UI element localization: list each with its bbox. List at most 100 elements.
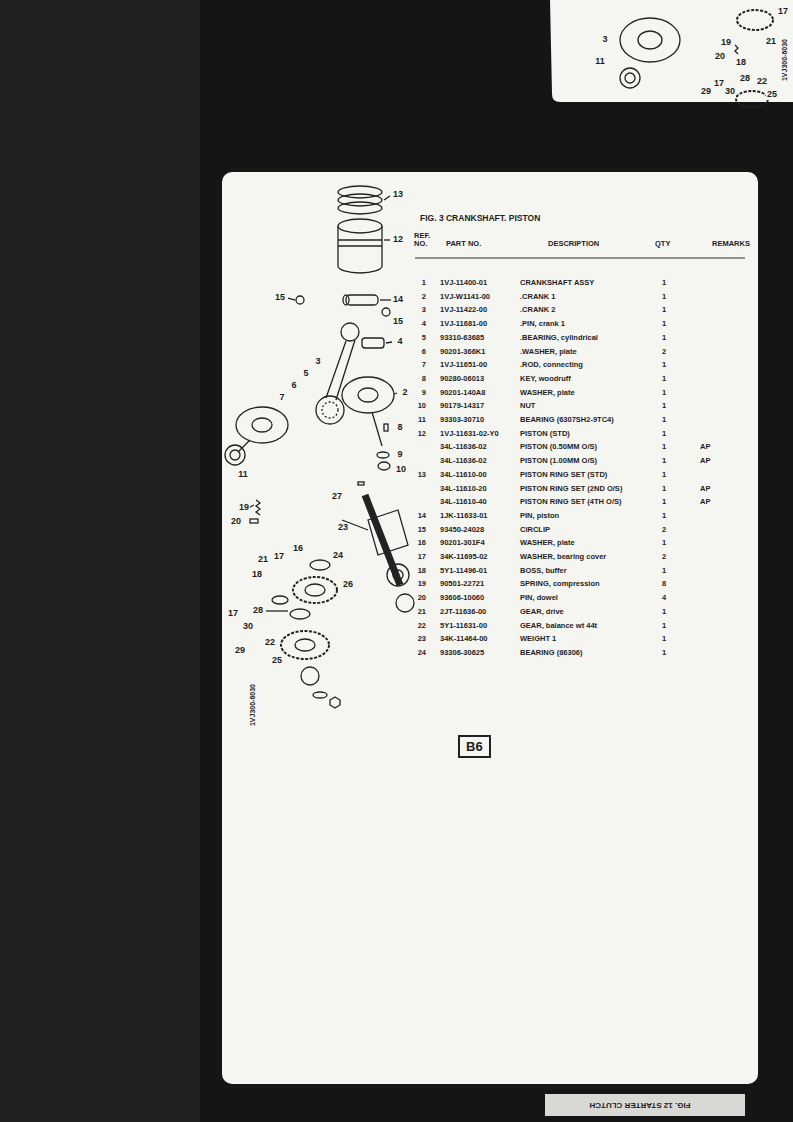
callout-number: 15: [274, 293, 286, 303]
ref-number: 13: [408, 471, 426, 479]
quantity: 1: [662, 416, 666, 424]
part-description: PISTON (STD): [520, 430, 570, 438]
part-number: 1VJ-11400-01: [440, 279, 487, 287]
part-number: 1VJ-11422-00: [440, 306, 487, 314]
part-number: 93306-30625: [440, 649, 484, 657]
part-description: .CRANK 1: [520, 293, 555, 301]
part-number: 93450-24028: [440, 526, 484, 534]
part-number: 1JK-11633-01: [440, 512, 488, 520]
callout-number: 25: [271, 656, 283, 666]
part-number: 1VJ-11631-02-Y0: [440, 430, 499, 438]
ref-number: 11: [408, 416, 426, 424]
part-number: 1VJ-W1141-00: [440, 293, 490, 301]
ref-number: 1: [408, 279, 426, 287]
callout-number: 11: [237, 470, 249, 480]
quantity: 8: [662, 580, 666, 588]
callout-number: 5: [302, 369, 309, 379]
quantity: 1: [662, 320, 666, 328]
ref-number: 23: [408, 635, 426, 643]
quantity: 1: [662, 430, 666, 438]
callout-number: 18: [735, 58, 747, 68]
quantity: 1: [662, 443, 666, 451]
callout-number: 2: [401, 388, 408, 398]
part-number: 90280-06013: [440, 375, 484, 383]
callout-number: 6: [290, 381, 297, 391]
callout-number: 29: [234, 646, 246, 656]
callout-number: 7: [278, 393, 285, 403]
part-description: CIRCLIP: [520, 526, 550, 534]
callout-number: 4: [396, 337, 403, 347]
callout-number: 16: [292, 544, 304, 554]
figure-title: FIG. 12 STARTER CLUTCH: [589, 1101, 690, 1110]
ref-number: 3: [408, 306, 426, 314]
quantity: 1: [662, 375, 666, 383]
part-number: 34K-11464-00: [440, 635, 488, 643]
callout-number: 17: [273, 552, 285, 562]
part-number: 34L-11636-02: [440, 457, 487, 465]
part-description: .ROD, connecting: [520, 361, 583, 369]
ref-number: 7: [408, 361, 426, 369]
callout-number: 13: [392, 190, 404, 200]
part-description: WASHER, plate: [520, 539, 575, 547]
quantity: 1: [662, 402, 666, 410]
callout-number: 22: [756, 77, 768, 87]
part-number: 34K-11695-02: [440, 553, 488, 561]
part-number: 93303-30710: [440, 416, 484, 424]
page-code: B6: [466, 739, 483, 754]
ref-number: 24: [408, 649, 426, 657]
part-description: BOSS, buffer: [520, 567, 567, 575]
ref-number: 8: [408, 375, 426, 383]
quantity: 1: [662, 485, 666, 493]
remark: AP: [700, 457, 710, 465]
callout-number: 26: [342, 580, 354, 590]
quantity: 2: [662, 553, 666, 561]
part-description: GEAR, balance wt 44t: [520, 622, 597, 630]
part-number: 34L-11610-40: [440, 498, 487, 506]
ref-number: 9: [408, 389, 426, 397]
ref-number: 18: [408, 567, 426, 575]
part-description: PISTON RING SET (4TH O/S): [520, 498, 622, 506]
callout-number: 20: [230, 517, 242, 527]
part-description: PIN, dowel: [520, 594, 558, 602]
part-number: 34L-11610-20: [440, 485, 487, 493]
part-number: 2JT-11636-00: [440, 608, 486, 616]
ref-number: 21: [408, 608, 426, 616]
quantity: 1: [662, 361, 666, 369]
part-description: GEAR, drive: [520, 608, 564, 616]
ref-number: 5: [408, 334, 426, 342]
callout-number: 25: [766, 90, 778, 100]
quantity: 2: [662, 526, 666, 534]
column-header: PART NO.: [446, 240, 481, 248]
ref-number: 14: [408, 512, 426, 520]
part-description: WEIGHT 1: [520, 635, 556, 643]
page-code-box: B6: [458, 735, 491, 758]
quantity: 1: [662, 622, 666, 630]
callout-number: 21: [765, 37, 777, 47]
part-number: 93606-10060: [440, 594, 484, 602]
part-number: 5Y1-11496-01: [440, 567, 487, 575]
part-description: NUT: [520, 402, 535, 410]
callout-number: 28: [252, 606, 264, 616]
part-number: 90201-140A8: [440, 389, 485, 397]
callout-number: 8: [396, 423, 403, 433]
quantity: 1: [662, 293, 666, 301]
ref-number: 12: [408, 430, 426, 438]
part-number: 90501-22721: [440, 580, 484, 588]
drawing-number: 1VJ300-6030: [781, 39, 789, 81]
quantity: 2: [662, 348, 666, 356]
column-header: QTY: [655, 240, 670, 248]
part-description: BEARING (6307SH2-9TC4): [520, 416, 614, 424]
column-header: REF. NO.: [414, 232, 436, 249]
part-number: 90201-301F4: [440, 539, 485, 547]
column-header: REMARKS: [712, 240, 750, 248]
part-number: 5Y1-11631-00: [440, 622, 487, 630]
callout-number: 20: [714, 52, 726, 62]
column-header: DESCRIPTION: [548, 240, 599, 248]
callout-number: 28: [739, 74, 751, 84]
callout-number: 3: [314, 357, 321, 367]
figure-title: FIG. 3 CRANKSHAFT. PISTON: [420, 214, 540, 223]
part-description: .CRANK 2: [520, 306, 555, 314]
callout-number: 19: [238, 503, 250, 513]
callout-number: 29: [700, 87, 712, 97]
